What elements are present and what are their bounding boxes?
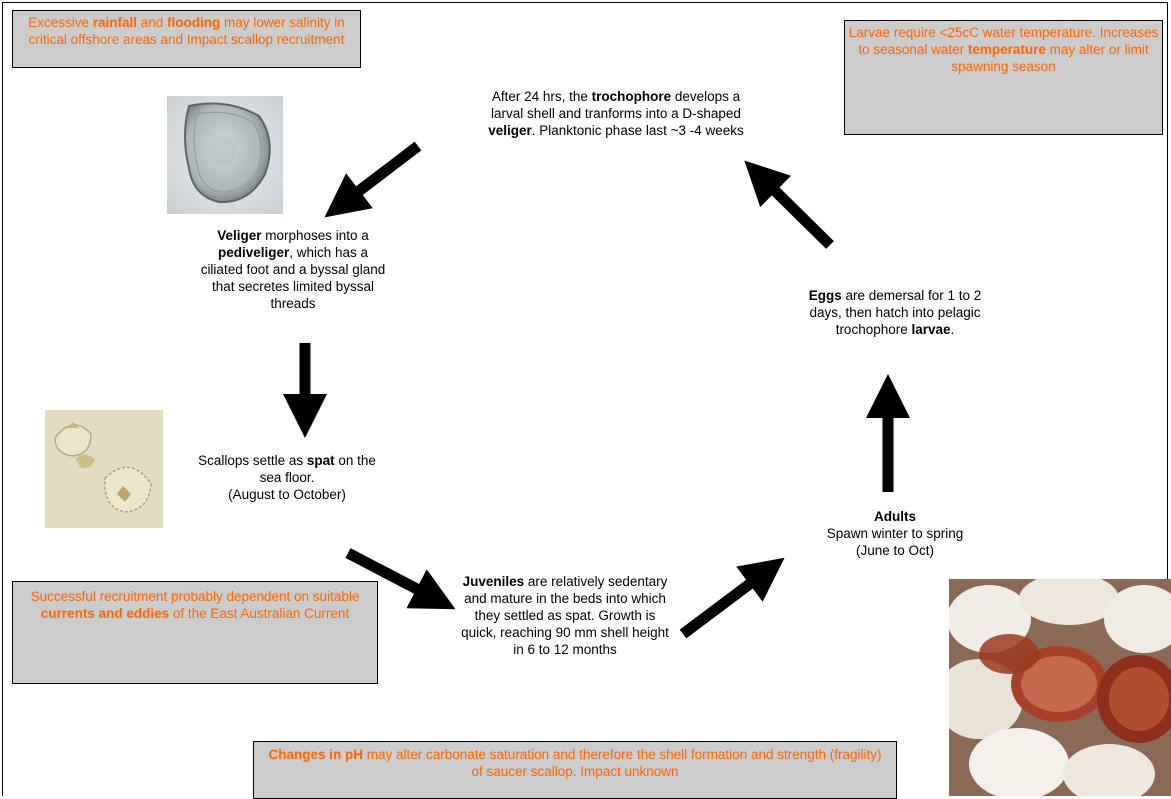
ph-note: Changes in pH may alter carbonate satura… bbox=[253, 741, 897, 799]
spat-photo bbox=[45, 410, 163, 528]
arrow-trochophore-to-veliger bbox=[324, 141, 422, 218]
trochophore-stage-text: After 24 hrs, the trochophore develops a… bbox=[488, 89, 744, 138]
rainfall-note: Excessive rainfall and flooding may lowe… bbox=[12, 10, 361, 68]
adult-scallops-photo bbox=[949, 579, 1171, 796]
arrow-spat-to-juveniles bbox=[345, 548, 456, 610]
eggs-stage-text: Eggs are demersal for 1 to 2 days, then … bbox=[808, 288, 982, 337]
veliger-stage-text: Veliger morphoses into a pediveliger, wh… bbox=[200, 228, 386, 311]
spat-stage-text: Scallops settle as spat on the sea floor… bbox=[198, 453, 376, 502]
juveniles-stage-text: Juveniles are relatively sedentary and m… bbox=[461, 574, 669, 657]
arrow-eggs-to-trochophore bbox=[744, 160, 834, 249]
arrow-juveniles-to-adults bbox=[679, 557, 785, 639]
temperature-note: Larvae require <25cC water temperature. … bbox=[844, 20, 1163, 135]
currents-note: Successful recruitment probably dependen… bbox=[12, 581, 378, 684]
veliger-larva-photo bbox=[167, 96, 283, 214]
